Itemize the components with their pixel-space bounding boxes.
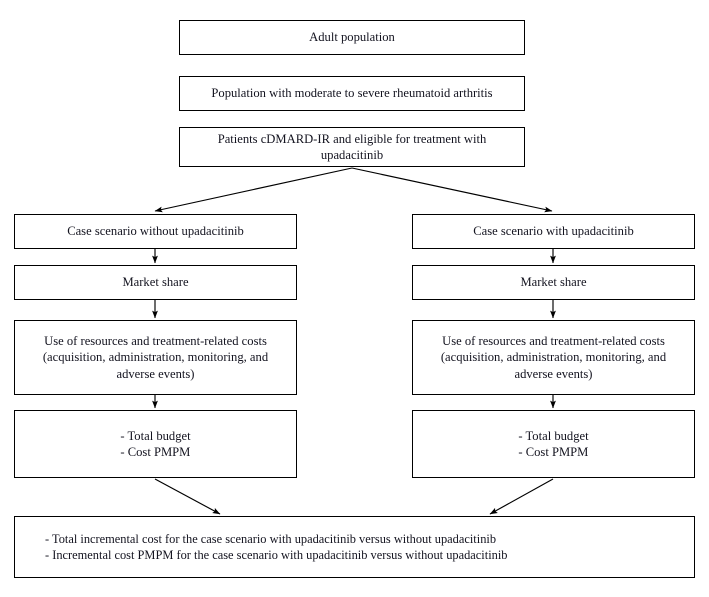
node-budget-outputs-right-label: - Total budget - Cost PMPM	[518, 428, 589, 459]
node-eligible-patients-label: Patients cDMARD-IR and eligible for trea…	[217, 131, 487, 162]
node-adult-population: Adult population	[179, 20, 525, 55]
node-market-share-right: Market share	[412, 265, 695, 300]
node-market-share-left: Market share	[14, 265, 297, 300]
node-case-scenario-with-upadacitinib-label: Case scenario with upadacitinib	[473, 224, 634, 239]
node-market-share-right-label: Market share	[520, 275, 587, 290]
edge-eligible-to-case-without	[154, 167, 353, 213]
node-adult-population-label: Adult population	[309, 30, 395, 45]
node-incremental-results: - Total incremental cost for the case sc…	[14, 516, 695, 578]
node-budget-outputs-left-label: - Total budget - Cost PMPM	[120, 428, 191, 459]
node-resources-costs-right-label: Use of resources and treatment-related c…	[440, 333, 667, 381]
node-case-scenario-without-upadacitinib: Case scenario without upadacitinib	[14, 214, 297, 249]
node-resources-costs-left-label: Use of resources and treatment-related c…	[42, 333, 269, 381]
edge-eligible-to-case-with	[351, 167, 553, 213]
node-case-scenario-without-upadacitinib-label: Case scenario without upadacitinib	[67, 224, 244, 239]
node-eligible-patients: Patients cDMARD-IR and eligible for trea…	[179, 127, 525, 167]
node-resources-costs-right: Use of resources and treatment-related c…	[412, 320, 695, 395]
edge-budget-right-to-incremental	[489, 478, 554, 515]
node-budget-outputs-left: - Total budget - Cost PMPM	[14, 410, 297, 478]
node-resources-costs-left: Use of resources and treatment-related c…	[14, 320, 297, 395]
edge-budget-left-to-incremental	[154, 478, 221, 515]
node-incremental-results-label: - Total incremental cost for the case sc…	[45, 531, 508, 562]
node-population-rheumatoid-arthritis-label: Population with moderate to severe rheum…	[211, 86, 493, 101]
node-budget-outputs-right: - Total budget - Cost PMPM	[412, 410, 695, 478]
node-market-share-left-label: Market share	[122, 275, 189, 290]
node-population-rheumatoid-arthritis: Population with moderate to severe rheum…	[179, 76, 525, 111]
node-case-scenario-with-upadacitinib: Case scenario with upadacitinib	[412, 214, 695, 249]
